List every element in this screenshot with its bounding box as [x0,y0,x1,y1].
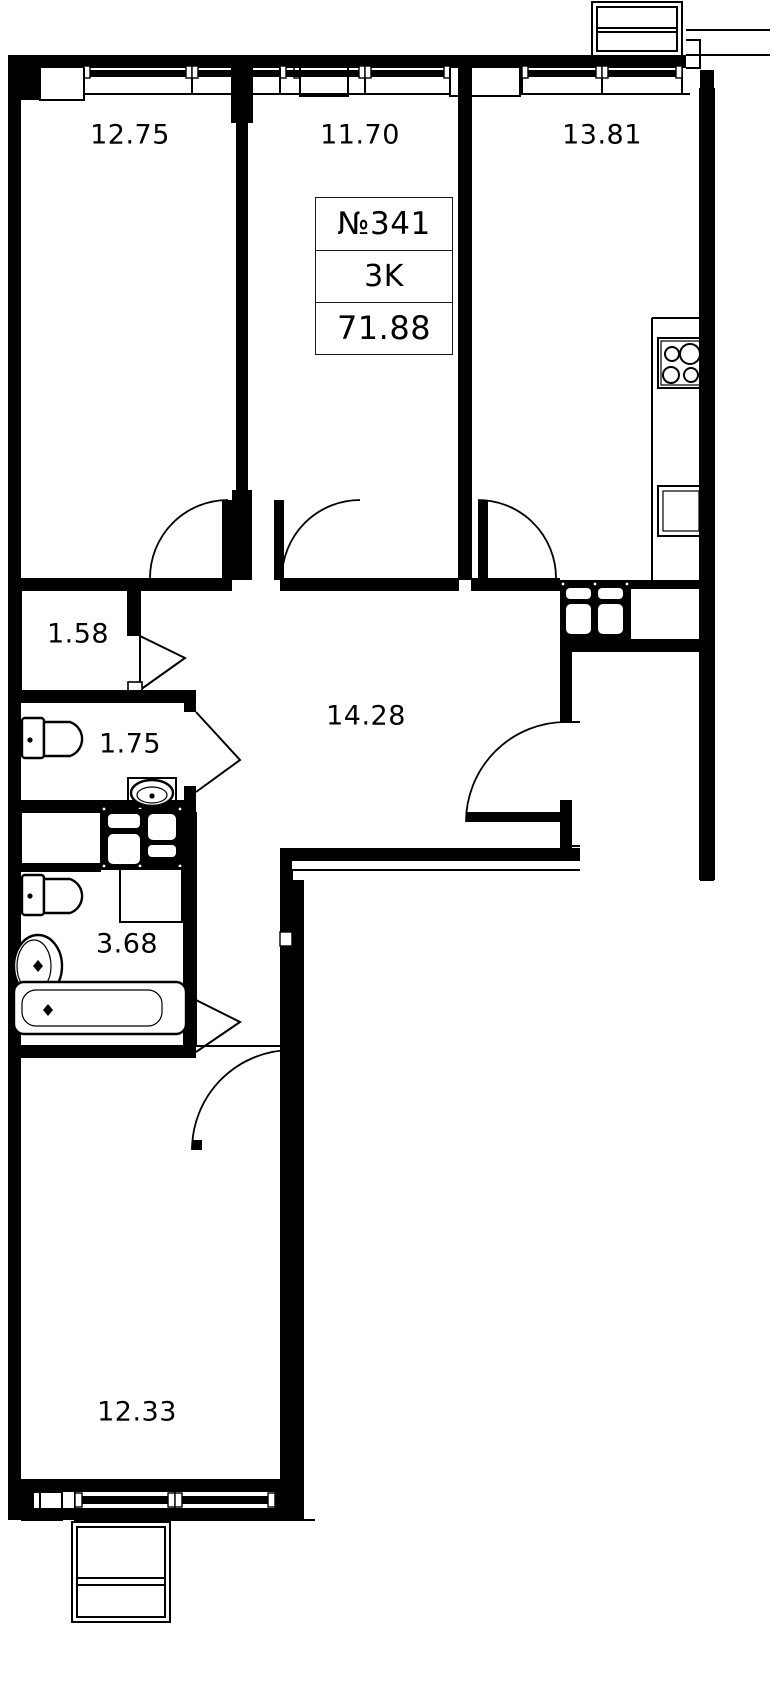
door-leaf-bedroom-mid [274,500,284,580]
unit-info-box: №341 3K 71.88 [315,197,453,355]
top-wall-seg-b [450,55,525,68]
room-label-storage: 1.58 [46,618,110,650]
storage-right-wall [128,578,140,636]
window-top-right [521,65,683,95]
door-arc-bedroom-mid [281,499,361,579]
room-label-wc: 1.75 [98,728,162,760]
pier-2 [449,68,521,97]
kitchen-appliance-icon [657,485,705,537]
partition-r1-r2-jamb [232,490,252,580]
right-exterior-wall [700,88,714,880]
hall-right-wall-upper [560,640,572,722]
bathtub-icon [12,980,188,1036]
unit-room-count: 3K [316,249,452,302]
partition-r2-r3-edge [458,68,472,580]
wc-door-fold [195,711,242,793]
jamb-marker-3 [281,1145,291,1153]
balcony-connector-a [686,39,701,55]
bedroom-left-bottom-wall [140,578,232,590]
balcony-bottom [71,1521,171,1623]
washer-unit-icon [101,806,183,870]
wc-right-nib [184,690,196,712]
door-leaf-entrance [466,812,560,822]
unit-total-area: 71.88 [316,301,452,354]
door-arc-entrance [465,721,567,823]
right-wall-cap [700,70,714,88]
kitchen-bottom-wall [572,640,700,652]
door-leaf-bedroom-left [222,500,232,580]
wall-nib-tl [21,68,40,100]
door-leaf-kitchen [478,500,488,580]
bathroom-bottom-wall [21,1046,196,1058]
pier-1 [299,68,349,97]
balcony-top [591,1,683,57]
window-top-left [83,65,301,95]
kitchen-sink-icon [560,580,630,640]
kitchen-lower-counter [629,587,701,641]
door-arc-living-room [191,1049,293,1151]
door-arc-kitchen [477,499,557,579]
room-label-living-room: 12.33 [97,1396,177,1428]
room-label-hall: 14.28 [326,700,406,732]
counter-left-bottom [21,864,101,872]
partition-r1-r2 [236,122,248,580]
living-room-bottom-wall [8,1480,304,1492]
room-label-bedroom-middle: 11.70 [320,119,400,151]
kitchen-counter [651,317,700,583]
kitchen-bottom-wall-left [471,578,560,590]
jamb-marker-1 [279,931,293,947]
partition-r2-r3 [459,68,471,580]
bathroom-door-fold [195,999,242,1053]
right-wall-edges [699,88,715,880]
unit-number: №341 [337,205,431,242]
window-reveal-left-outline [39,68,85,101]
toilet-wc-icon [20,716,84,760]
counter-left [20,811,102,865]
room-label-bedroom-left: 12.75 [90,119,170,151]
room-label-bathroom: 3.68 [95,928,159,960]
left-exterior-wall [8,55,21,1520]
top-wall-seg-a [200,55,300,68]
washbasin-small-icon [127,777,177,811]
bedroom-mid-bottom-wall [280,578,459,590]
stove-icon [657,337,705,389]
storage-top-wall [21,578,140,590]
balcony-connector-b [686,55,701,69]
toilet-bathroom-icon [20,873,84,917]
hall-bottom-wall [280,848,580,860]
bathroom-cabinet [119,867,183,923]
window-top-middle [279,65,451,95]
wc-top-wall [21,690,196,702]
bottom-wall-right-pier [275,1480,304,1520]
room-label-kitchen: 13.81 [562,119,642,151]
bathroom-right-wall [184,800,196,1046]
living-room-right-wall-outer [280,848,292,1500]
door-arc-bedroom-left [149,499,229,579]
walls-group [8,1,770,1623]
storage-door-fold [139,635,187,691]
living-room-right-wall [292,880,304,1500]
